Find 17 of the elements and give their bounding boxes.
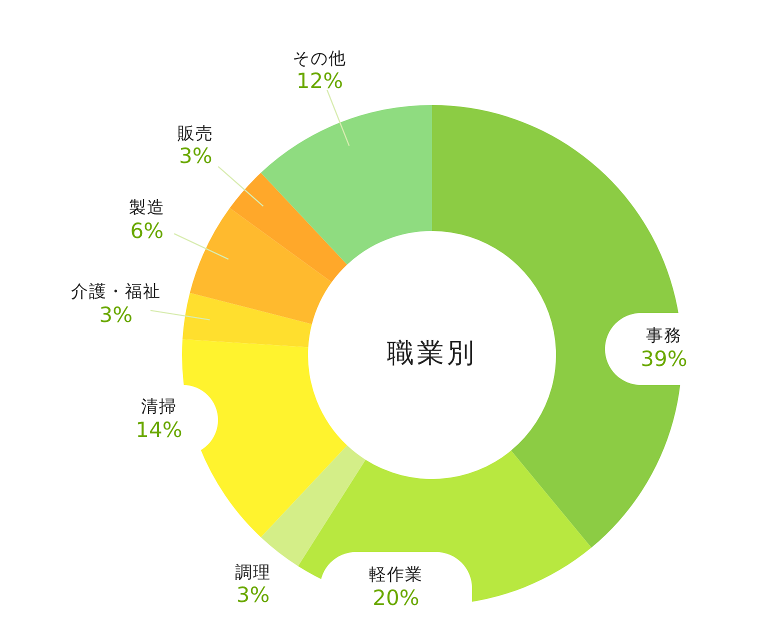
category-label: 介護・福祉: [70, 283, 161, 303]
value-label: 6%: [130, 218, 164, 243]
value-label: 20%: [372, 586, 420, 610]
value-label: 3%: [99, 302, 133, 327]
value-label: 12%: [296, 69, 344, 94]
category-label: 清掃: [141, 398, 177, 418]
value-label: 3%: [179, 144, 212, 169]
category-label: 事務: [646, 327, 682, 347]
category-label: 調理: [235, 564, 272, 584]
category-label: 製造: [128, 199, 165, 219]
value-label: 14%: [136, 418, 182, 442]
category-label: 販売: [178, 124, 214, 144]
chart-title: 職業別: [386, 337, 478, 371]
category-label: その他: [292, 50, 347, 70]
value-label: 39%: [640, 346, 688, 371]
category-label: 軽作業: [369, 566, 423, 586]
value-label: 3%: [236, 583, 270, 608]
